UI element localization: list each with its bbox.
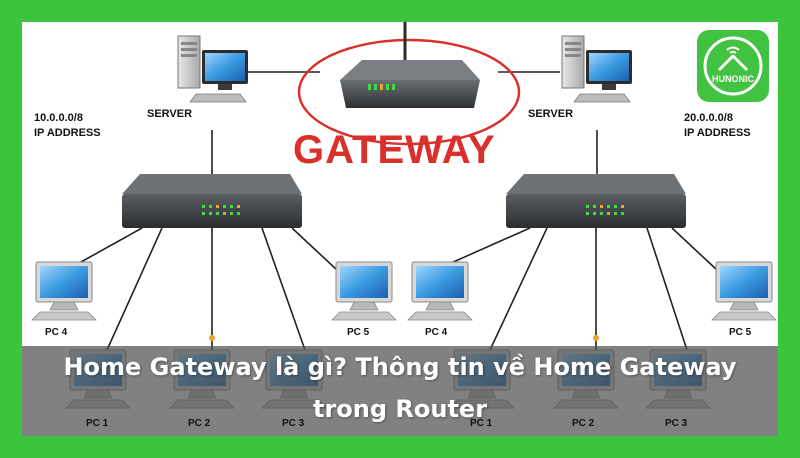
- connector-dot-icon: [593, 335, 599, 341]
- pc-5-right-icon: [711, 261, 777, 321]
- pc-4-right-icon: [407, 261, 473, 321]
- pc-label: PC 2: [572, 418, 595, 429]
- house-wifi-icon: [703, 36, 763, 96]
- logo-text: HUNONIC: [712, 74, 754, 84]
- ip-right-address: 20.0.0.0/8: [684, 112, 733, 124]
- caption-line-1: Home Gateway là gì? Thông tin về Home Ga…: [63, 353, 737, 381]
- server-right-label: SERVER: [528, 108, 574, 120]
- gateway-highlight-ellipse: [297, 38, 521, 146]
- connector-dot-icon: [209, 335, 215, 341]
- ip-left-address: 10.0.0.0/8: [34, 112, 83, 124]
- pc-label: PC 4: [45, 327, 68, 338]
- server-left-icon: [177, 35, 249, 103]
- caption-line-2: trong Router: [312, 395, 488, 423]
- pc-label: PC 5: [347, 327, 370, 338]
- caption-text: Home Gateway là gì? Thông tin về Home Ga…: [22, 346, 778, 430]
- router-icon: [340, 22, 480, 108]
- pc-label: PC 1: [86, 418, 109, 429]
- switch-right-icon: [506, 174, 686, 228]
- pc-label: PC 3: [282, 418, 305, 429]
- network-diagram: [22, 22, 778, 436]
- ip-left-caption: IP ADDRESS: [34, 127, 101, 139]
- ip-right-caption: IP ADDRESS: [684, 127, 751, 139]
- caption-banner: [22, 346, 778, 436]
- server-right-icon: [561, 35, 633, 103]
- network-links: [71, 71, 718, 351]
- pc-label: PC 4: [425, 327, 448, 338]
- pc-5-left-icon: [331, 261, 397, 321]
- ip-right-block: 20.0.0.0/8 IP ADDRESS: [684, 111, 751, 141]
- brand-logo: HUNONIC: [697, 30, 769, 102]
- diagram-svg: [31, 22, 777, 409]
- switch-left-icon: [122, 174, 302, 228]
- server-left-label: SERVER: [147, 108, 193, 120]
- pc-4-left-icon: [31, 261, 97, 321]
- pc-label: PC 2: [188, 418, 211, 429]
- gateway-title: GATEWAY: [293, 128, 496, 172]
- pc-label: PC 1: [470, 418, 493, 429]
- ip-left-block: 10.0.0.0/8 IP ADDRESS: [34, 111, 101, 141]
- pc-label: PC 3: [665, 418, 688, 429]
- pc-label: PC 5: [729, 327, 752, 338]
